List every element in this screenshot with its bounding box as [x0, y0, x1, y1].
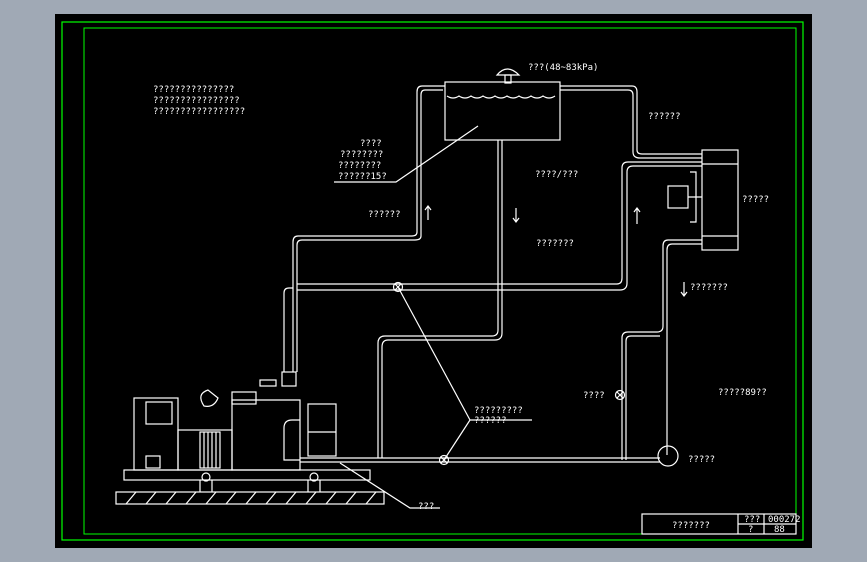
piping	[115, 68, 797, 535]
valve-right	[614, 389, 626, 401]
tank-callout-line: ????????	[338, 161, 381, 171]
arrow-up-right	[633, 207, 641, 224]
vent-neck	[504, 74, 512, 84]
mount-right	[309, 472, 319, 482]
valve-header	[392, 281, 404, 293]
pipe-downcomer-inner	[381, 140, 503, 458]
control-display	[145, 401, 173, 425]
pipe-tank-to-engine-inner	[296, 89, 443, 372]
arrow-up-left	[424, 205, 432, 220]
foundation-hatch	[125, 491, 377, 505]
title-block-text: ??????? ??? 000272 ? 88	[672, 515, 801, 535]
right-bottom-label: ?????89??	[718, 388, 767, 398]
drawing-sheet	[55, 14, 812, 548]
vent-pressure-label: ???(48~83kPa)	[528, 63, 598, 73]
tank-water-level	[446, 95, 556, 99]
base-frame	[123, 469, 371, 481]
note-line: ?????????????????	[153, 107, 245, 117]
arrow-down-return	[680, 282, 688, 297]
pipe-header-left-outer	[283, 287, 293, 372]
heat-exchanger	[307, 403, 337, 457]
mount-left	[201, 472, 211, 482]
pump-label: ?????	[688, 455, 715, 465]
pipe-downcomer-outer	[377, 140, 499, 458]
mid-label: ???????	[536, 239, 574, 249]
pipe-tank-to-engine-outer	[292, 85, 445, 372]
foundation	[115, 491, 385, 505]
notes: ??????????????? ???????????????? ???????…	[153, 85, 245, 117]
pipe-header-outer	[297, 161, 702, 285]
fan-blade	[688, 171, 702, 223]
title-block-cell: ???	[744, 515, 760, 525]
leader-tank-callout	[334, 125, 479, 183]
support-legs	[199, 480, 321, 492]
title-block-name: ???????	[672, 521, 710, 531]
radiator-label: ?????	[742, 195, 769, 205]
valve-right-cross	[616, 391, 624, 399]
engine-outlet	[281, 371, 297, 387]
pipe-tank-to-radiator-inner	[560, 89, 702, 159]
valve-right-label: ????	[583, 391, 605, 401]
pipe-header-inner	[297, 165, 702, 291]
pipe-return-branch	[625, 335, 660, 460]
note-line: ???????????????	[153, 85, 234, 95]
vent-cap	[495, 68, 521, 76]
return-arrow-label: ???????	[690, 283, 728, 293]
tank-callout-line: ??????15?	[338, 172, 387, 182]
pipe-return-outer	[621, 239, 702, 460]
base-label: ???	[418, 502, 434, 512]
title-block-number: 000272	[768, 515, 801, 525]
fin-lines	[203, 432, 217, 468]
tank-callout-line: ????	[360, 139, 382, 149]
pipe-tank-to-radiator-outer	[560, 85, 702, 155]
alternator-fins	[199, 431, 221, 469]
left-riser-label: ??????	[368, 210, 401, 220]
mid-top-label: ????/???	[535, 170, 578, 180]
arrow-down-mid	[512, 208, 520, 223]
turbo	[200, 389, 219, 407]
right-top-label: ??????	[648, 112, 681, 122]
valve-bottom	[438, 454, 450, 466]
tank-callout-line: ????????	[340, 150, 383, 160]
thermostat	[259, 379, 277, 387]
inner-frame	[83, 27, 797, 535]
engine-water-pipe	[283, 419, 300, 461]
pump-body	[657, 445, 679, 467]
outer-frame	[61, 21, 804, 541]
bottom-callout-line: ??????	[474, 416, 507, 426]
tank-callout: ???? ???????? ???????? ??????15?	[338, 139, 387, 182]
pipe-return-inner	[666, 243, 702, 455]
title-block-cell: ?	[748, 525, 753, 535]
exhaust	[231, 391, 257, 405]
leader-bottom-callout	[397, 286, 532, 461]
note-line: ????????????????	[153, 96, 240, 106]
control-box	[145, 455, 161, 469]
title-block-cell: 88	[774, 525, 785, 535]
leader-base	[339, 462, 440, 509]
bottom-callout-line: ?????????	[474, 406, 523, 416]
radiator	[701, 149, 739, 251]
